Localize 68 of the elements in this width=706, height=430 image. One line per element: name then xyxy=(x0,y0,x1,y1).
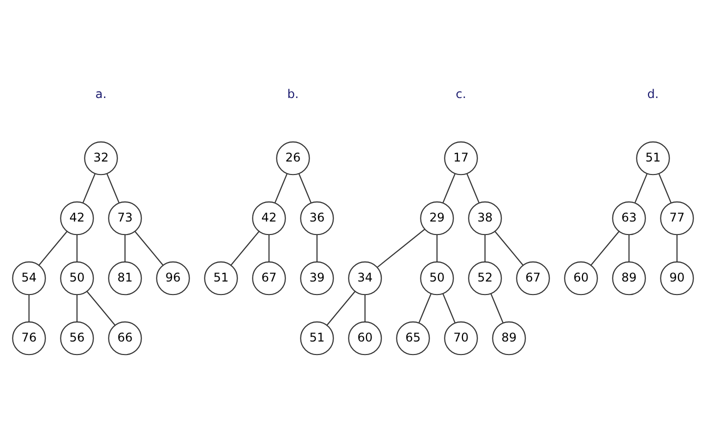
connector xyxy=(274,173,288,203)
node-circle: 54 xyxy=(12,261,46,296)
label: a. xyxy=(95,87,107,102)
node-circle: 60 xyxy=(564,261,598,296)
node-circle: 81 xyxy=(108,261,142,296)
node-circle: 60 xyxy=(348,321,382,356)
label: c. xyxy=(456,87,466,102)
node-circle: 67 xyxy=(516,261,550,296)
label: b. xyxy=(287,87,299,102)
node-circle: 96 xyxy=(156,261,190,296)
connector xyxy=(124,234,126,262)
connector xyxy=(38,231,68,266)
node-circle: 89 xyxy=(612,261,646,296)
node-circle: 32 xyxy=(84,141,118,176)
node-circle: 26 xyxy=(276,141,310,176)
node-circle: 77 xyxy=(660,201,694,236)
connector xyxy=(364,294,366,322)
node-circle: 50 xyxy=(420,261,454,296)
connector xyxy=(628,234,630,262)
connector xyxy=(82,173,96,203)
node-circle: 42 xyxy=(252,201,286,236)
connector xyxy=(490,293,504,323)
node-circle: 67 xyxy=(252,261,286,296)
connector xyxy=(76,234,78,262)
label: d. xyxy=(647,87,659,102)
connector xyxy=(230,231,260,266)
connector xyxy=(658,173,672,203)
node-circle: 39 xyxy=(300,261,334,296)
connector xyxy=(634,173,648,203)
connector xyxy=(436,234,438,262)
node-circle: 65 xyxy=(396,321,430,356)
node-circle: 34 xyxy=(348,261,382,296)
connector xyxy=(442,293,456,323)
node-circle: 76 xyxy=(12,321,46,356)
connector xyxy=(106,173,120,203)
connector xyxy=(377,228,426,268)
node-circle: 73 xyxy=(108,201,142,236)
node-circle: 51 xyxy=(204,261,238,296)
connector xyxy=(676,234,678,262)
connector xyxy=(494,231,524,266)
connector xyxy=(418,293,432,323)
node-circle: 36 xyxy=(300,201,334,236)
connector xyxy=(326,291,356,326)
node-circle: 70 xyxy=(444,321,478,356)
node-circle: 56 xyxy=(60,321,94,356)
node-circle: 50 xyxy=(60,261,94,296)
node-circle: 89 xyxy=(492,321,526,356)
connector xyxy=(590,231,620,266)
connector xyxy=(134,231,164,266)
connector xyxy=(466,173,480,203)
connector xyxy=(316,234,318,262)
connector xyxy=(298,173,312,203)
connector xyxy=(268,234,270,262)
connector xyxy=(76,294,78,322)
node-circle: 42 xyxy=(60,201,94,236)
connector xyxy=(484,234,486,262)
node-circle: 52 xyxy=(468,261,502,296)
connector xyxy=(86,291,116,326)
node-circle: 29 xyxy=(420,201,454,236)
node-circle: 17 xyxy=(444,141,478,176)
connector xyxy=(28,294,30,322)
node-circle: 51 xyxy=(636,141,670,176)
connector xyxy=(442,173,456,203)
node-circle: 90 xyxy=(660,261,694,296)
node-circle: 51 xyxy=(300,321,334,356)
node-circle: 63 xyxy=(612,201,646,236)
node-circle: 38 xyxy=(468,201,502,236)
node-circle: 66 xyxy=(108,321,142,356)
